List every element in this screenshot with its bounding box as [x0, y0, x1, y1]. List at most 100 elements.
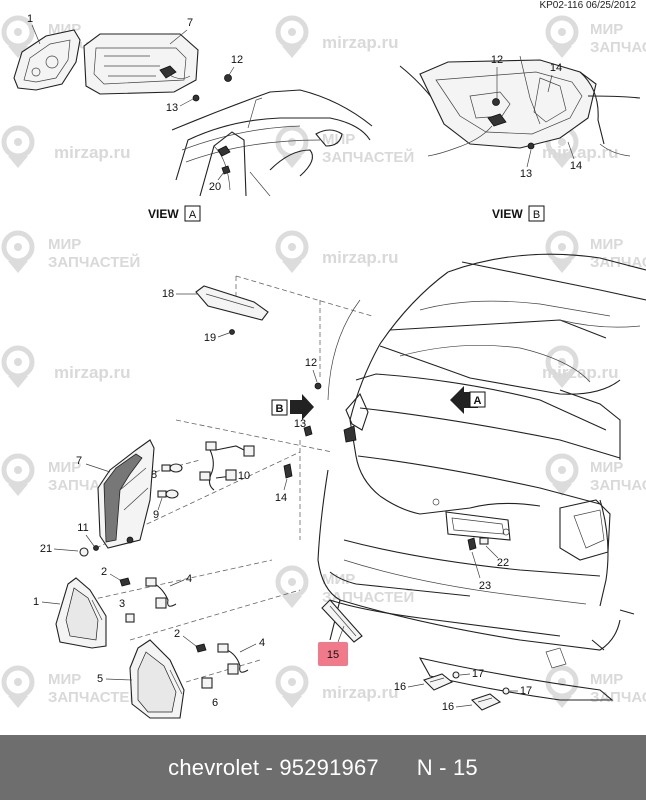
callout-8: 8	[151, 469, 157, 481]
watermark-brand-top: МИР	[590, 671, 623, 688]
callout-7-top: 7	[187, 17, 193, 29]
watermark-logo: mirzap.ru	[1, 125, 131, 168]
watermark-brand-bottom: ЗАПЧАСТЕЙ	[48, 253, 140, 271]
callout-17-b: 17	[520, 685, 532, 697]
license-lamp-16b	[470, 693, 502, 711]
watermark-site: mirzap.ru	[54, 363, 131, 382]
watermark-logo: МИР ЗАПЧАСТЕЙ	[1, 230, 140, 273]
watermark-brand-top: МИР	[322, 131, 355, 148]
doc-code: KP02-116 06/25/2012	[539, 0, 636, 11]
callout-14-mid: 14	[275, 492, 287, 504]
callout-2-b: 2	[174, 628, 180, 640]
watermark-brand-bottom: ЗАПЧАСТЕЙ	[48, 688, 140, 706]
watermark-logo: МИР ЗАПЧАСТЕЙ	[545, 665, 646, 708]
watermark-brand-bottom: ЗАПЧАСТЕЙ	[590, 38, 646, 56]
watermark-logo: МИР ЗАПЧАСТЕЙ	[545, 453, 646, 496]
callout-10: 10	[238, 470, 250, 482]
watermark-logo: МИР ЗАПЧАСТЕЙ	[275, 125, 414, 168]
watermark-brand-top: МИР	[48, 236, 81, 253]
callout-14-b: 14	[550, 62, 562, 74]
vehicle-rear	[317, 253, 646, 701]
callout-4-b: 4	[259, 637, 265, 649]
callout-7-mid: 7	[76, 455, 82, 467]
socket-harness-4a	[145, 577, 177, 609]
watermark-site: mirzap.ru	[54, 143, 131, 162]
watermark-logo: mirzap.ru	[542, 345, 619, 388]
watermark-logo: МИР ЗАПЧАСТЕЙ	[545, 230, 646, 273]
watermark-brand-top: МИР	[322, 571, 355, 588]
view-b-illustration	[399, 55, 641, 157]
parts-diagram: МИР ЗАПЧАСТЕЙ mirzap.ru МИР ЗАПЧАСТЕЙ mi…	[1, 0, 646, 719]
watermark-brand-top: МИР	[48, 459, 81, 476]
callout-22: 22	[497, 557, 509, 569]
bulb-9	[157, 489, 179, 499]
part-footer: chevrolet - 95291967 N - 15	[0, 735, 646, 800]
callout-14-b2: 14	[570, 160, 582, 172]
footer-index-label: N - 15	[416, 754, 478, 780]
watermark-site: mirzap.ru	[542, 363, 619, 382]
wiring-harness-10	[199, 441, 255, 491]
callout-4-a: 4	[186, 573, 192, 585]
watermark-layer: МИР ЗАПЧАСТЕЙ mirzap.ru МИР ЗАПЧАСТЕЙ mi…	[1, 15, 646, 708]
callout-13-b: 13	[520, 168, 532, 180]
view-b-arrow: B	[271, 394, 314, 420]
callout-18: 18	[162, 288, 174, 300]
watermark-brand-top: МИР	[590, 21, 623, 38]
callout-1-top: 1	[27, 13, 33, 25]
callout-20: 20	[209, 181, 221, 193]
footer-gap	[379, 755, 417, 781]
high-mount-lamp	[195, 285, 269, 335]
callout-12-mid: 12	[305, 357, 317, 369]
footer-part-number: 95291967	[279, 754, 379, 780]
watermark-logo: mirzap.ru	[1, 345, 131, 388]
watermark-logo: mirzap.ru	[542, 125, 619, 168]
footer-brand: chevrolet	[168, 754, 260, 780]
callout-23: 23	[479, 580, 491, 592]
callout-15: 15	[327, 649, 339, 661]
callout-12-b: 12	[491, 54, 503, 66]
rear-reflector	[321, 599, 363, 643]
view-a-illustration	[13, 29, 373, 197]
callout-21: 21	[40, 543, 52, 555]
watermark-site: mirzap.ru	[542, 143, 619, 162]
watermark-brand-top: МИР	[590, 236, 623, 253]
lamp-1-lower	[55, 577, 107, 649]
socket-harness-4b	[217, 643, 249, 675]
watermark-brand-top: МИР	[590, 459, 623, 476]
lamp-5-lower	[129, 639, 185, 719]
watermark-brand-bottom: ЗАПЧАСТЕЙ	[590, 688, 646, 706]
callout-1-low: 1	[33, 596, 39, 608]
watermark-site: mirzap.ru	[322, 33, 399, 52]
bulb-8	[161, 463, 183, 473]
callout-13-top: 13	[166, 102, 178, 114]
view-a-label: VIEW	[148, 207, 179, 221]
callout-2-a: 2	[101, 566, 107, 578]
callout-6: 6	[212, 697, 218, 709]
callout-16-b: 16	[442, 701, 454, 713]
tail-lamp-assembly	[97, 439, 155, 549]
view-a-letter: A	[189, 209, 197, 221]
callout-17-a: 17	[472, 668, 484, 680]
watermark-logo: МИР ЗАПЧАСТЕЙ	[1, 665, 140, 708]
view-b-label: VIEW	[492, 207, 523, 221]
callout-15-highlight	[318, 642, 348, 666]
watermark-logo: mirzap.ru	[275, 665, 399, 708]
watermark-logo: mirzap.ru	[275, 15, 399, 58]
callout-13-mid: 13	[294, 418, 306, 430]
callout-5: 5	[97, 673, 103, 685]
watermark-logo: mirzap.ru	[275, 230, 399, 273]
watermark-site: mirzap.ru	[322, 248, 399, 267]
watermark-logo: МИР ЗАПЧАСТЕЙ	[545, 15, 646, 58]
view-a-arrow: A	[450, 386, 486, 414]
footer-separator: -	[259, 754, 280, 780]
watermark-brand-bottom: ЗАПЧАСТЕЙ	[590, 476, 646, 494]
view-b-arrow-letter: B	[276, 403, 284, 415]
license-lamp-16a	[422, 673, 454, 691]
callout-19: 19	[204, 332, 216, 344]
view-a-arrow-letter: A	[474, 395, 482, 407]
view-b-letter: B	[533, 209, 540, 221]
callout-9: 9	[153, 509, 159, 521]
callout-12-top: 12	[231, 54, 243, 66]
callout-3: 3	[119, 598, 125, 610]
callout-16-a: 16	[394, 681, 406, 693]
